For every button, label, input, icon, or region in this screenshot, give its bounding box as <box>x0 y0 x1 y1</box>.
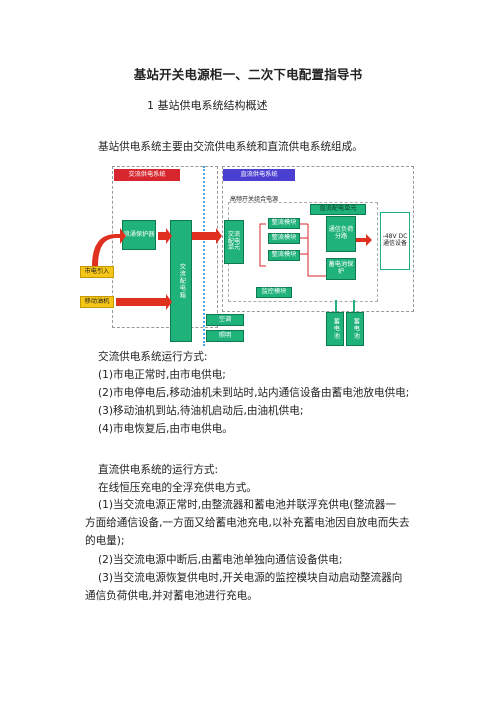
engine-arrow <box>116 294 172 310</box>
battery-protect: 蓄电池保护 <box>326 258 356 280</box>
dc-region <box>222 166 414 312</box>
page-title: 基站开关电源柜一、二次下电配置指导书 <box>133 67 363 82</box>
ac-mode-item: (3)移动油机到站,待油机启动后,由油机供电; <box>98 405 304 417</box>
comm-load-branch: 通信负荷分路 <box>326 216 356 252</box>
dc-out-arrow <box>356 234 372 246</box>
intro-text: 基站供电系统主要由交流供电系统和直流供电系统组成。 <box>98 141 363 153</box>
battery-2: 蓄电池 <box>346 312 364 346</box>
ac-region <box>112 166 218 328</box>
aircon-box: 空调 <box>206 314 244 326</box>
divider-line <box>203 166 205 346</box>
lighting-box: 照明 <box>206 330 244 342</box>
dc-mode-p3: (3)当交流电源恢复供电时,开关电源的监控模块自动启动整流器向 <box>98 572 403 584</box>
ac-distribution-box: 交流配电箱 <box>170 220 192 342</box>
ac-mode-heading: 交流供电系统运行方式: <box>98 351 208 363</box>
dc-comm-equipment: -48V DC 通信设备 <box>380 212 410 270</box>
dc-mode-p1: 方面给通信设备,一方面又给蓄电池充电,以补充蓄电池因自放电而失去 <box>85 517 410 529</box>
hf-label: 高频开关组合电源 <box>230 196 279 203</box>
ac-dist-unit: 交流配电单元 <box>224 220 244 264</box>
power-system-diagram: 交流供电系统 直流供电系统 高频开关组合电源 浪涌保护器 交流配电箱 市电引入 … <box>80 166 414 346</box>
rect-bus <box>307 224 326 277</box>
dc-dist-unit: 直流配电单元 <box>310 204 366 215</box>
rectifier-3: 整流模块 <box>268 250 300 261</box>
protector-arrow <box>158 228 172 244</box>
mains-input-label: 市电引入 <box>80 266 114 278</box>
mobile-engine-label: 移动油机 <box>80 296 114 308</box>
dc-mode-p1: 的电量); <box>85 535 125 547</box>
dc-mode-p1: (1)当交流电源正常时,由整流器和蓄电池并联浮充供电(整流器一 <box>98 499 396 511</box>
dc-mode-p2: (2)当交流电源中断后,由蓄电池单独向通信设备供电; <box>98 554 343 566</box>
monitor-module: 监控模块 <box>256 287 292 298</box>
battery-1: 蓄电池 <box>326 312 344 346</box>
dc-mode-heading: 直流供电系统的运行方式: <box>98 464 219 476</box>
rect-out-lines <box>300 223 308 255</box>
dc-system-header: 直流供电系统 <box>223 169 295 181</box>
ac-mode-item: (4)市电恢复后,由市电供电。 <box>98 423 233 435</box>
dc-mode-line: 在线恒压充电的全浮充供电方式。 <box>98 482 257 494</box>
mains-arrow <box>92 228 126 266</box>
rectifier-2: 整流模块 <box>268 233 300 244</box>
ac-out-arrow <box>192 228 222 244</box>
ac-system-header: 交流供电系统 <box>114 169 180 181</box>
rect-link <box>259 223 266 267</box>
rectifier-1: 整流模块 <box>268 218 300 229</box>
ac-mode-item: (1)市电正常时,由市电供电; <box>98 369 226 381</box>
ac-mode-item: (2)市电停电后,移动油机未到站时,站内通信设备由蓄电池放电供电; <box>98 387 410 399</box>
battery-links <box>335 300 355 312</box>
section-heading: 1 基站供电系统结构概述 <box>147 99 268 112</box>
dc-mode-p3: 通信负荷供电,并对蓄电池进行充电。 <box>85 590 258 602</box>
diagram-arrows <box>92 223 372 312</box>
